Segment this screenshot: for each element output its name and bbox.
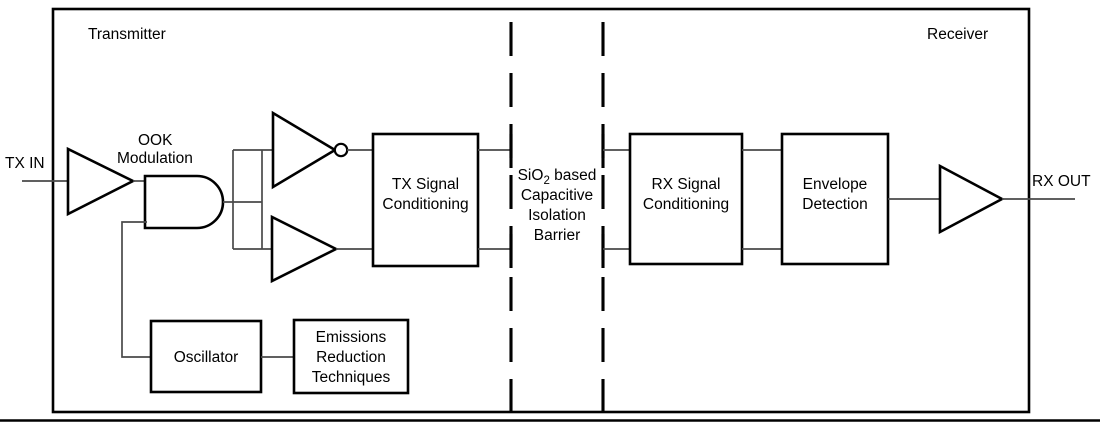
block-tx-signal-conditioning — [371, 132, 480, 268]
barrier-sio2-suffix: based — [550, 167, 597, 184]
emissions-reduction-line2: Reduction — [316, 349, 386, 366]
output-buffer-gate — [938, 163, 1005, 235]
non-inverting-driver-gate — [270, 214, 339, 284]
barrier-label-line3: Isolation — [528, 207, 586, 224]
barrier-label-line2: Capacitive — [521, 187, 593, 204]
inverter-bubble-icon — [333, 142, 349, 158]
barrier-sio2-prefix: SiO — [518, 167, 544, 184]
input-buffer-gate — [66, 146, 136, 217]
envelope-detection-line2: Detection — [802, 196, 867, 213]
region-label-receiver: Receiver — [927, 26, 988, 43]
block-envelope-detection — [780, 132, 890, 266]
envelope-detection-line1: Envelope — [803, 176, 868, 193]
emissions-reduction-line1: Emissions — [316, 329, 387, 346]
block-oscillator — [149, 319, 263, 394]
ook-annotation-line2: Modulation — [117, 150, 193, 167]
emissions-reduction-line3: Techniques — [312, 369, 391, 386]
chip-outline — [51, 7, 1031, 414]
barrier-label-line1: SiO2 based — [518, 167, 597, 187]
oscillator-label: Oscillator — [174, 349, 239, 366]
tx-in-label: TX IN — [5, 155, 45, 172]
rx-signal-conditioning-line2: Conditioning — [643, 196, 729, 213]
barrier-label-line4: Barrier — [534, 227, 581, 244]
wire-oscillator-to-and — [121, 221, 151, 358]
barrier-sio2-subscript: 2 — [543, 175, 549, 187]
tx-signal-conditioning-line2: Conditioning — [382, 196, 468, 213]
inverting-driver-gate — [271, 110, 338, 190]
tx-signal-conditioning-line1: TX Signal — [392, 176, 459, 193]
and-gate — [143, 174, 225, 230]
region-label-transmitter: Transmitter — [88, 26, 166, 43]
rx-signal-conditioning-line1: RX Signal — [652, 176, 721, 193]
ook-annotation-line1: OOK — [138, 132, 173, 149]
block-rx-signal-conditioning — [628, 132, 744, 266]
rx-out-label: RX OUT — [1032, 173, 1091, 190]
block-emissions-reduction — [292, 318, 410, 395]
